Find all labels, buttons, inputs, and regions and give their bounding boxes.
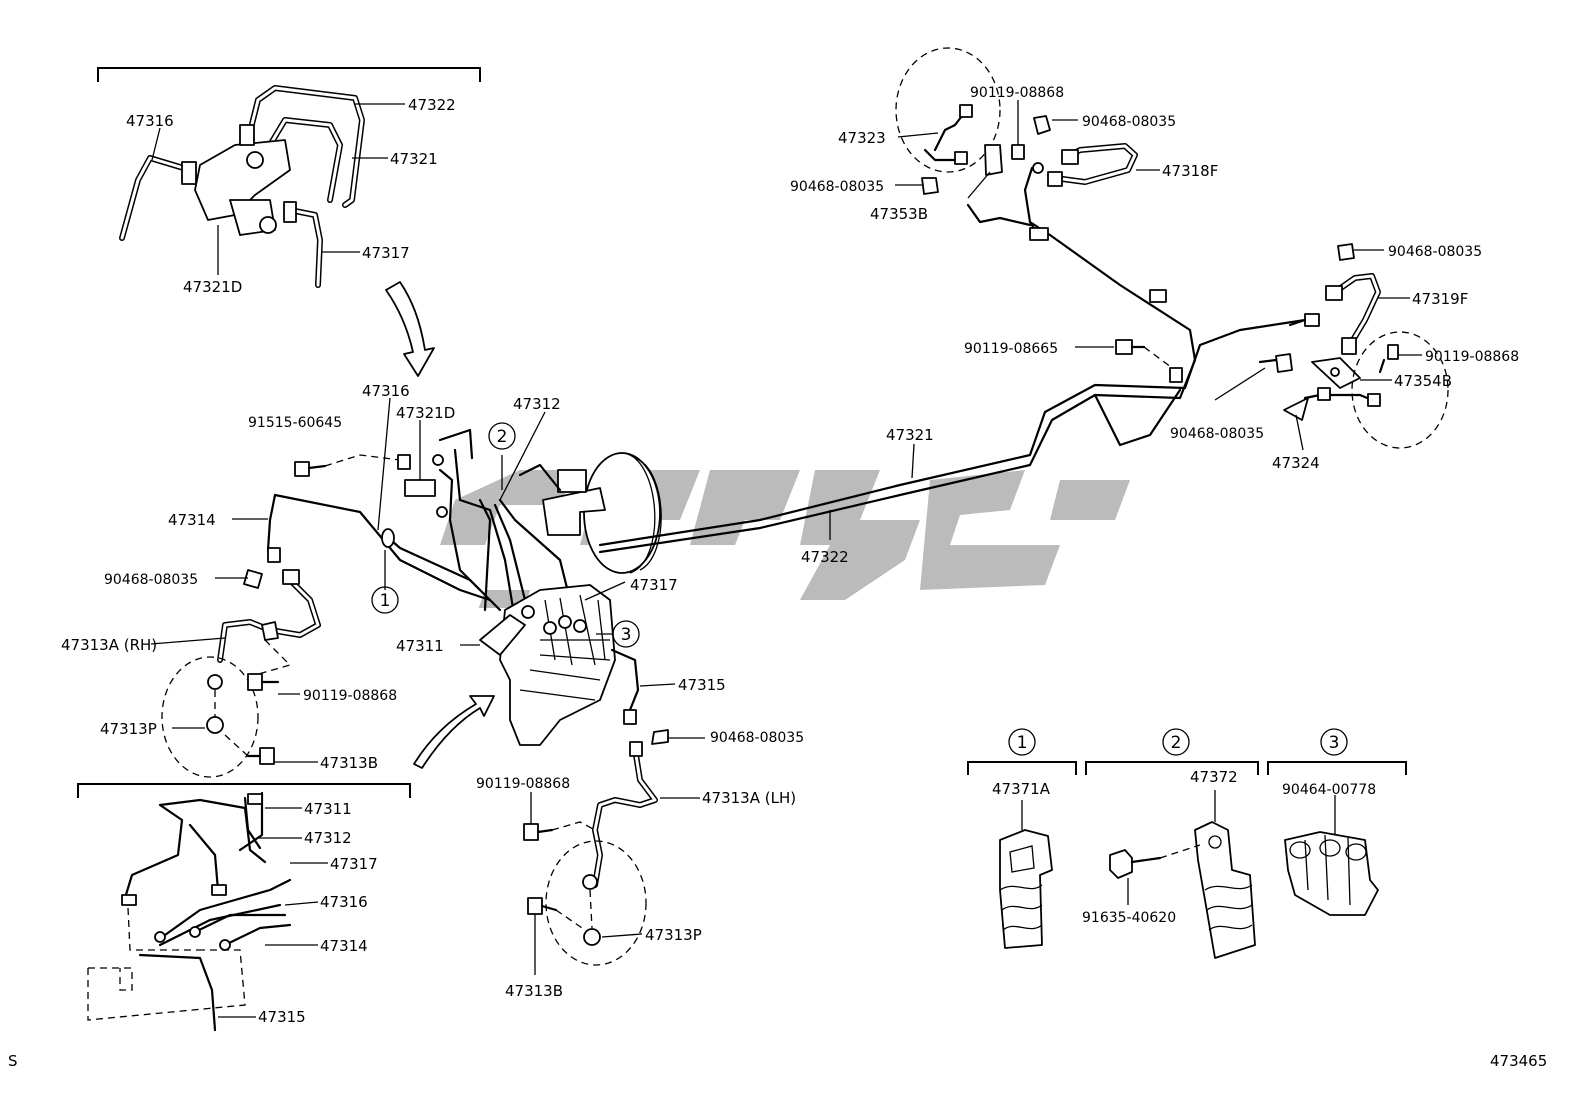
arrow-detail-bottom [413,695,495,769]
label-90468-08035-tr1: 90468-08035 [1082,114,1176,130]
label-90119-08868-mid: 90119-08868 [476,776,570,792]
label-91635-40620: 91635-40620 [1082,910,1176,926]
label-90119-08868-tr1: 90119-08868 [970,85,1064,101]
label-47371A: 47371A [992,780,1051,798]
label-47324: 47324 [1272,454,1320,472]
label-47312-bl: 47312 [304,829,352,847]
label-90119-08868-tr2: 90119-08868 [1425,349,1519,365]
callout-2: 2 [488,422,516,450]
front-lh-hose-group [523,729,705,975]
label-90468-08035-tr4: 90468-08035 [1170,426,1264,442]
rear-rh-hose-group [895,47,1167,303]
label-47321-main: 47321 [886,426,934,444]
label-47313P-left: 47313P [100,720,157,738]
label-47314-mid: 47314 [168,511,216,529]
label-47313B-mid: 47313B [505,982,563,1000]
label-47318F: 47318F [1162,162,1218,180]
legend-clamps [967,728,1407,959]
callout-1-number: 1 [380,591,391,611]
label-90468-08035-tr3: 90468-08035 [1388,244,1482,260]
callout-3-number: 3 [621,625,632,645]
diagram-number: 473465 [1490,1052,1547,1070]
label-47323: 47323 [838,129,886,147]
label-47354B: 47354B [1394,372,1452,390]
label-47311-mid: 47311 [396,637,444,655]
label-47317-bl: 47317 [330,855,378,873]
watermark-logo [440,470,1130,608]
label-90468-08035-mid: 90468-08035 [710,730,804,746]
label-91515-60645: 91515-60645 [248,415,342,431]
label-47315-bl: 47315 [258,1008,306,1026]
label-47319F: 47319F [1412,290,1468,308]
label-47313A-lh: 47313A (LH) [702,789,796,807]
label-47322-main: 47322 [801,548,849,566]
label-47322-top: 47322 [408,96,456,114]
label-47311-bl: 47311 [304,800,352,818]
callout-3: 3 [612,620,640,648]
label-47313A-rh: 47313A (RH) [61,636,157,654]
label-47316-top: 47316 [126,112,174,130]
label-90468-08035-tr2: 90468-08035 [790,179,884,195]
label-47372: 47372 [1190,768,1238,786]
corner-mark-left: S [8,1052,18,1070]
label-47314-bl: 47314 [320,937,368,955]
detail-proportioning-valve [97,67,481,288]
label-47317-top: 47317 [362,244,410,262]
label-47321-top: 47321 [390,150,438,168]
label-47316-bl: 47316 [320,893,368,911]
label-47312-mid: 47312 [513,395,561,413]
label-47317-mid: 47317 [630,576,678,594]
callout-1: 1 [371,586,399,614]
label-90464-00778: 90464-00778 [1282,782,1376,798]
label-47313P-mid: 47313P [645,926,702,944]
label-47321D-top: 47321D [183,278,242,296]
callout-2-number: 2 [497,427,508,447]
legend-2-number: 2 [1171,733,1182,753]
legend-3-number: 3 [1329,733,1340,753]
front-rh-hose-group [150,547,321,778]
label-47313B-left: 47313B [320,754,378,772]
label-90119-08665: 90119-08665 [964,341,1058,357]
label-47315-mid: 47315 [678,676,726,694]
label-47321D-mid: 47321D [396,404,455,422]
label-47353B: 47353B [870,205,928,223]
arrow-detail-top [385,281,435,377]
rear-lh-hose-group [1075,243,1449,451]
label-90119-08868-left: 90119-08868 [303,688,397,704]
central-assembly [232,220,1307,746]
label-47316-mid: 47316 [362,382,410,400]
label-90468-08035-left: 90468-08035 [104,572,198,588]
legend-1-number: 1 [1017,733,1028,753]
detail-actuator-lines [77,783,411,1032]
